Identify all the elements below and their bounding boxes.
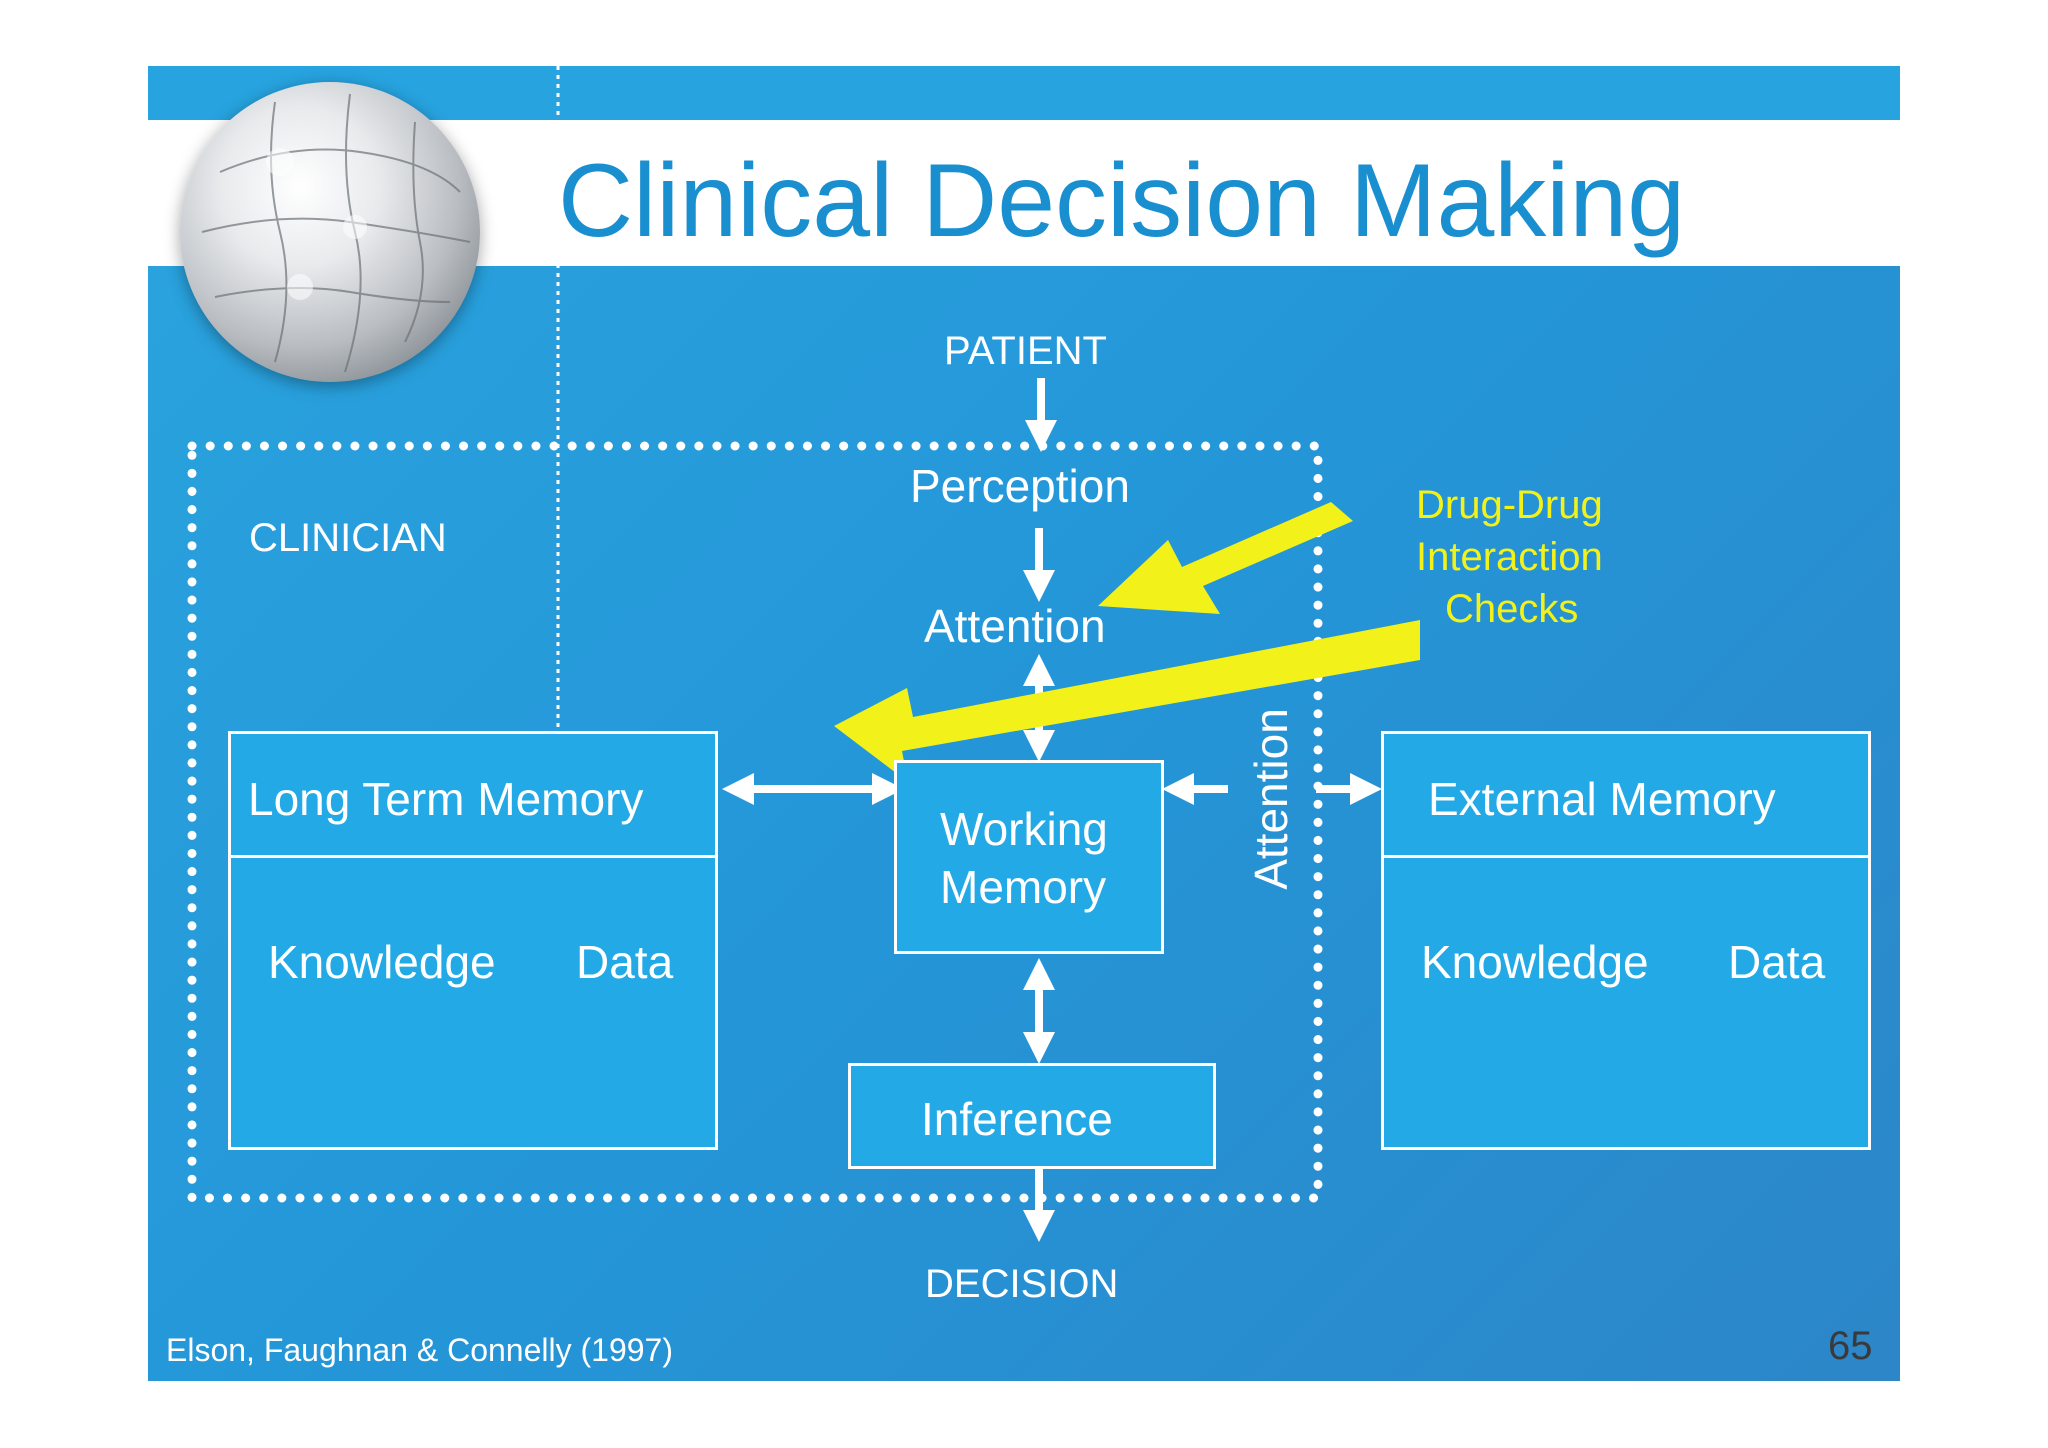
attention-label: Attention <box>924 600 1106 652</box>
diagram-graphics <box>187 66 1712 1242</box>
drug-checks-line3: Checks <box>1445 587 1579 631</box>
inference-box <box>848 1063 1216 1169</box>
drug-checks-line2: Interaction <box>1416 535 1603 579</box>
long-term-memory-box <box>228 731 718 1150</box>
working-memory-label-line2: Memory <box>940 861 1107 913</box>
page-number: 65 <box>1828 1324 1873 1368</box>
attention-side-label: Attention <box>1245 708 1297 890</box>
working-memory-box <box>894 760 1164 954</box>
ext-header-divider <box>1384 855 1868 858</box>
inference-label: Inference <box>921 1093 1113 1145</box>
perception-label: Perception <box>910 460 1130 512</box>
citation: Elson, Faughnan & Connelly (1997) <box>166 1332 673 1368</box>
clinician-label: CLINICIAN <box>249 516 447 560</box>
ltm-data-label: Data <box>576 936 674 988</box>
yellow-arrow-to-long-term-memory <box>834 620 1420 782</box>
ext-knowledge-label: Knowledge <box>1421 936 1649 988</box>
slide-title: Clinical Decision Making <box>558 143 1686 259</box>
ltm-header-divider <box>231 855 715 858</box>
clinician-boundary <box>187 441 1323 1203</box>
decision-label: DECISION <box>925 1262 1119 1306</box>
drug-checks-line1: Drug-Drug <box>1416 483 1603 527</box>
ltm-knowledge-label: Knowledge <box>268 936 496 988</box>
puzzle-globe-image <box>180 82 480 382</box>
ext-data-label: Data <box>1728 936 1826 988</box>
external-memory-label: External Memory <box>1428 773 1776 825</box>
working-memory-label-line1: Working <box>940 803 1108 855</box>
external-memory-box <box>1381 731 1871 1150</box>
patient-label: PATIENT <box>944 329 1107 373</box>
top-bar <box>148 66 1900 120</box>
yellow-arrow-to-attention <box>1098 502 1353 614</box>
long-term-memory-label: Long Term Memory <box>248 773 644 825</box>
globe-puzzle-lines <box>201 93 471 373</box>
slide: Clinical Decision Making <box>148 66 1900 1381</box>
